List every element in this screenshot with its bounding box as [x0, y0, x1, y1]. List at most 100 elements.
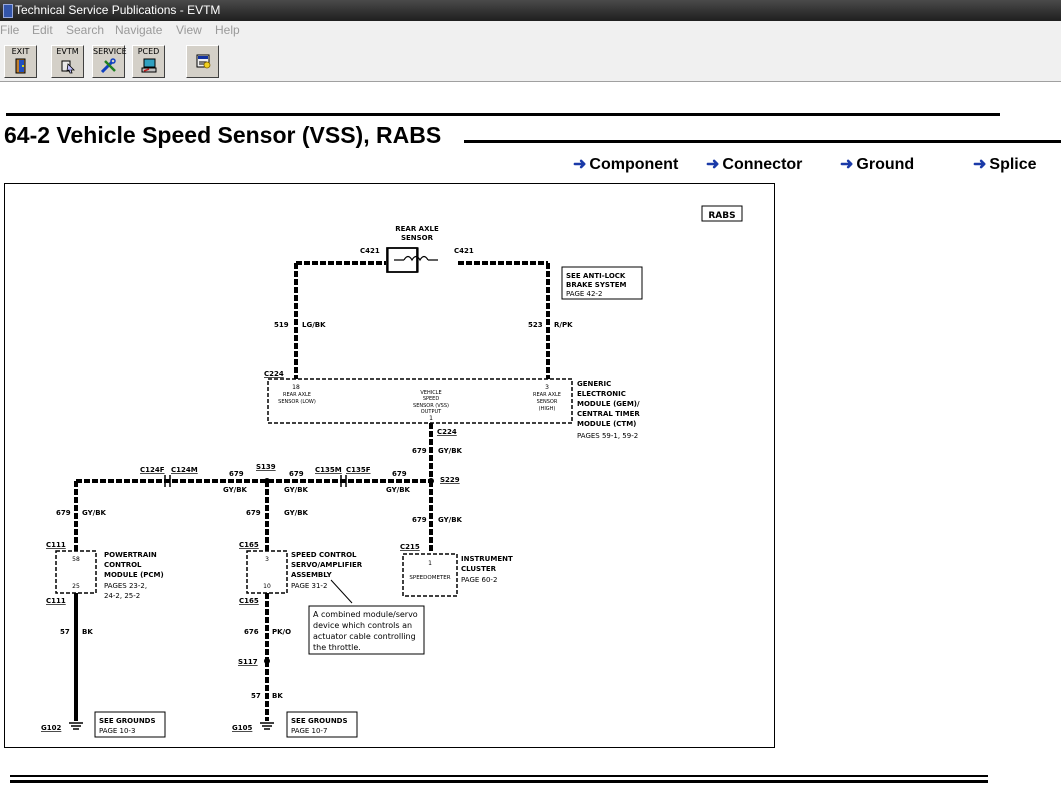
splice-s139[interactable]	[264, 478, 270, 484]
arrow-right-icon: ➜	[973, 156, 987, 173]
gem-pin-1: 1	[429, 415, 433, 422]
scs-name-1: SPEED CONTROL	[291, 551, 357, 559]
exit-button-label: EXIT	[11, 47, 30, 56]
gem-name-4: CENTRAL TIMER	[577, 410, 640, 418]
s117-label: S117	[238, 658, 258, 666]
pced-button-label: PCED	[137, 47, 160, 56]
wire-679-color-bus-right: GY/BK	[386, 486, 411, 494]
gem-pin-3: 3	[545, 384, 549, 391]
pced-button[interactable]: PCED	[132, 45, 165, 78]
gem-ctm-module[interactable]	[267, 378, 573, 424]
gem-label-mid-2: SPEED	[423, 396, 440, 402]
pcm-name-3: MODULE (PCM)	[104, 571, 164, 579]
see-antilock-3: PAGE 42-2	[566, 290, 602, 298]
evtm-button-label: EVTM	[56, 47, 79, 56]
nav-link-connector[interactable]: ➜Connector	[706, 154, 802, 174]
tooltip-line-1: A combined module/servo	[313, 610, 418, 619]
gem-label-right-1: REAR AXLE	[533, 392, 561, 398]
title-bar: Technical Service Publications - EVTM	[0, 0, 1061, 21]
s229-label: S229	[440, 476, 460, 484]
ground-callout-mid	[286, 711, 358, 738]
wire-679-num-gem: 679	[412, 447, 427, 455]
nav-link-ground-label: Ground	[856, 156, 915, 173]
scs-conn-bottom: C165	[239, 597, 259, 605]
wire-679-color-cluster: GY/BK	[438, 516, 463, 524]
menu-search[interactable]: Search	[66, 23, 105, 37]
see-antilock-box	[561, 266, 643, 300]
scs-pin-10: 10	[263, 583, 271, 590]
nav-link-splice[interactable]: ➜Splice	[973, 154, 1037, 174]
tooltip-box	[308, 605, 425, 655]
tooltip-line-4: the throttle.	[313, 643, 361, 652]
inline-connector-c135[interactable]	[340, 475, 347, 487]
c421-right-label: C421	[454, 247, 474, 255]
menu-file[interactable]: File	[0, 23, 20, 37]
wire-676-num: 676	[244, 628, 259, 636]
arrow-right-icon: ➜	[573, 156, 587, 173]
wiring-diagram[interactable]: RABS REAR AXLE SENSOR C421 C421 SEE ANTI…	[4, 183, 775, 748]
menu-edit[interactable]: Edit	[32, 23, 53, 37]
c135f-label: C135F	[346, 466, 371, 474]
service-tools-icon	[101, 58, 116, 74]
nav-link-ground[interactable]: ➜Ground	[840, 154, 914, 174]
nav-link-connector-label: Connector	[722, 156, 803, 173]
pcm-pin-25: 25	[72, 583, 80, 590]
pcm-pages-1: PAGES 23-2,	[104, 582, 147, 590]
pcm-conn-bottom: C111	[46, 597, 66, 605]
tooltip-line-2: device which controls an	[313, 621, 412, 630]
diagram-frame	[4, 183, 775, 748]
menu-help[interactable]: Help	[215, 23, 240, 37]
wire-679-num-pcm: 679	[56, 509, 71, 517]
wire-679-num-bus-mid: 679	[289, 470, 304, 478]
exit-button[interactable]: EXIT	[4, 45, 37, 78]
evtm-pointer-icon	[61, 60, 75, 74]
c124m-label: C124M	[171, 466, 198, 474]
menu-view[interactable]: View	[176, 23, 202, 37]
menu-navigate[interactable]: Navigate	[115, 23, 163, 37]
wire-679-num-bus-right: 679	[392, 470, 407, 478]
wire-523-num: 523	[528, 321, 543, 329]
gem-label-mid-3: SENSOR (VSS)	[413, 403, 449, 409]
ground-symbol-icon	[260, 722, 274, 730]
service-button[interactable]: SERVICE	[92, 45, 127, 78]
wire-679-num-cluster: 679	[412, 516, 427, 524]
wire-519-color: LG/BK	[302, 321, 326, 329]
gem-pages: PAGES 59-1, 59-2	[577, 432, 638, 440]
nav-link-component[interactable]: ➜Component	[573, 154, 678, 174]
gem-label-right-2: SENSOR	[537, 399, 558, 405]
wire-679-num-bus-left: 679	[229, 470, 244, 478]
cluster-name-1: INSTRUMENT	[461, 555, 513, 563]
gem-name-2: ELECTRONIC	[577, 390, 626, 398]
splice-s229[interactable]	[428, 478, 434, 484]
ground-symbol-icon	[69, 722, 83, 730]
gem-label-mid-1: VEHICLE	[420, 390, 441, 396]
see-antilock-1: SEE ANTI-LOCK	[566, 272, 626, 280]
wire-679-color-scs: GY/BK	[284, 509, 309, 517]
inline-connector-c124[interactable]	[164, 475, 171, 487]
cluster-name-2: CLUSTER	[461, 565, 497, 573]
g102-label: G102	[41, 724, 61, 732]
cluster-pages: PAGE 60-2	[461, 576, 497, 584]
ground-left-see-2: PAGE 10-3	[99, 727, 135, 735]
evtm-button[interactable]: EVTM	[51, 45, 84, 78]
arrow-right-icon: ➜	[840, 156, 854, 173]
scs-pin-3: 3	[265, 556, 269, 563]
bottom-rule-2	[10, 780, 988, 783]
scs-conn-top: C165	[239, 541, 259, 549]
scs-name-2: SERVO/AMPLIFIER	[291, 561, 363, 569]
wire-679-color-pcm: GY/BK	[82, 509, 107, 517]
gem-label-left-1: REAR AXLE	[283, 392, 311, 398]
notes-button[interactable]	[186, 45, 219, 78]
gem-label-mid-4: OUTPUT	[421, 409, 442, 415]
wire-519-num: 519	[274, 321, 289, 329]
tooltip-pointer	[330, 579, 353, 604]
bottom-rule-1	[10, 775, 988, 777]
splice-s117[interactable]	[264, 658, 270, 664]
wire-679-color-gem: GY/BK	[438, 447, 463, 455]
notes-document-icon	[196, 54, 211, 69]
wire-57-color-left: BK	[82, 628, 93, 636]
toolbar: EXIT EVTM SERVICE PCED	[0, 40, 1061, 82]
ground-mid-see-1: SEE GROUNDS	[291, 717, 348, 725]
gem-out-connector: C224	[437, 428, 457, 436]
instrument-cluster[interactable]	[402, 553, 458, 597]
